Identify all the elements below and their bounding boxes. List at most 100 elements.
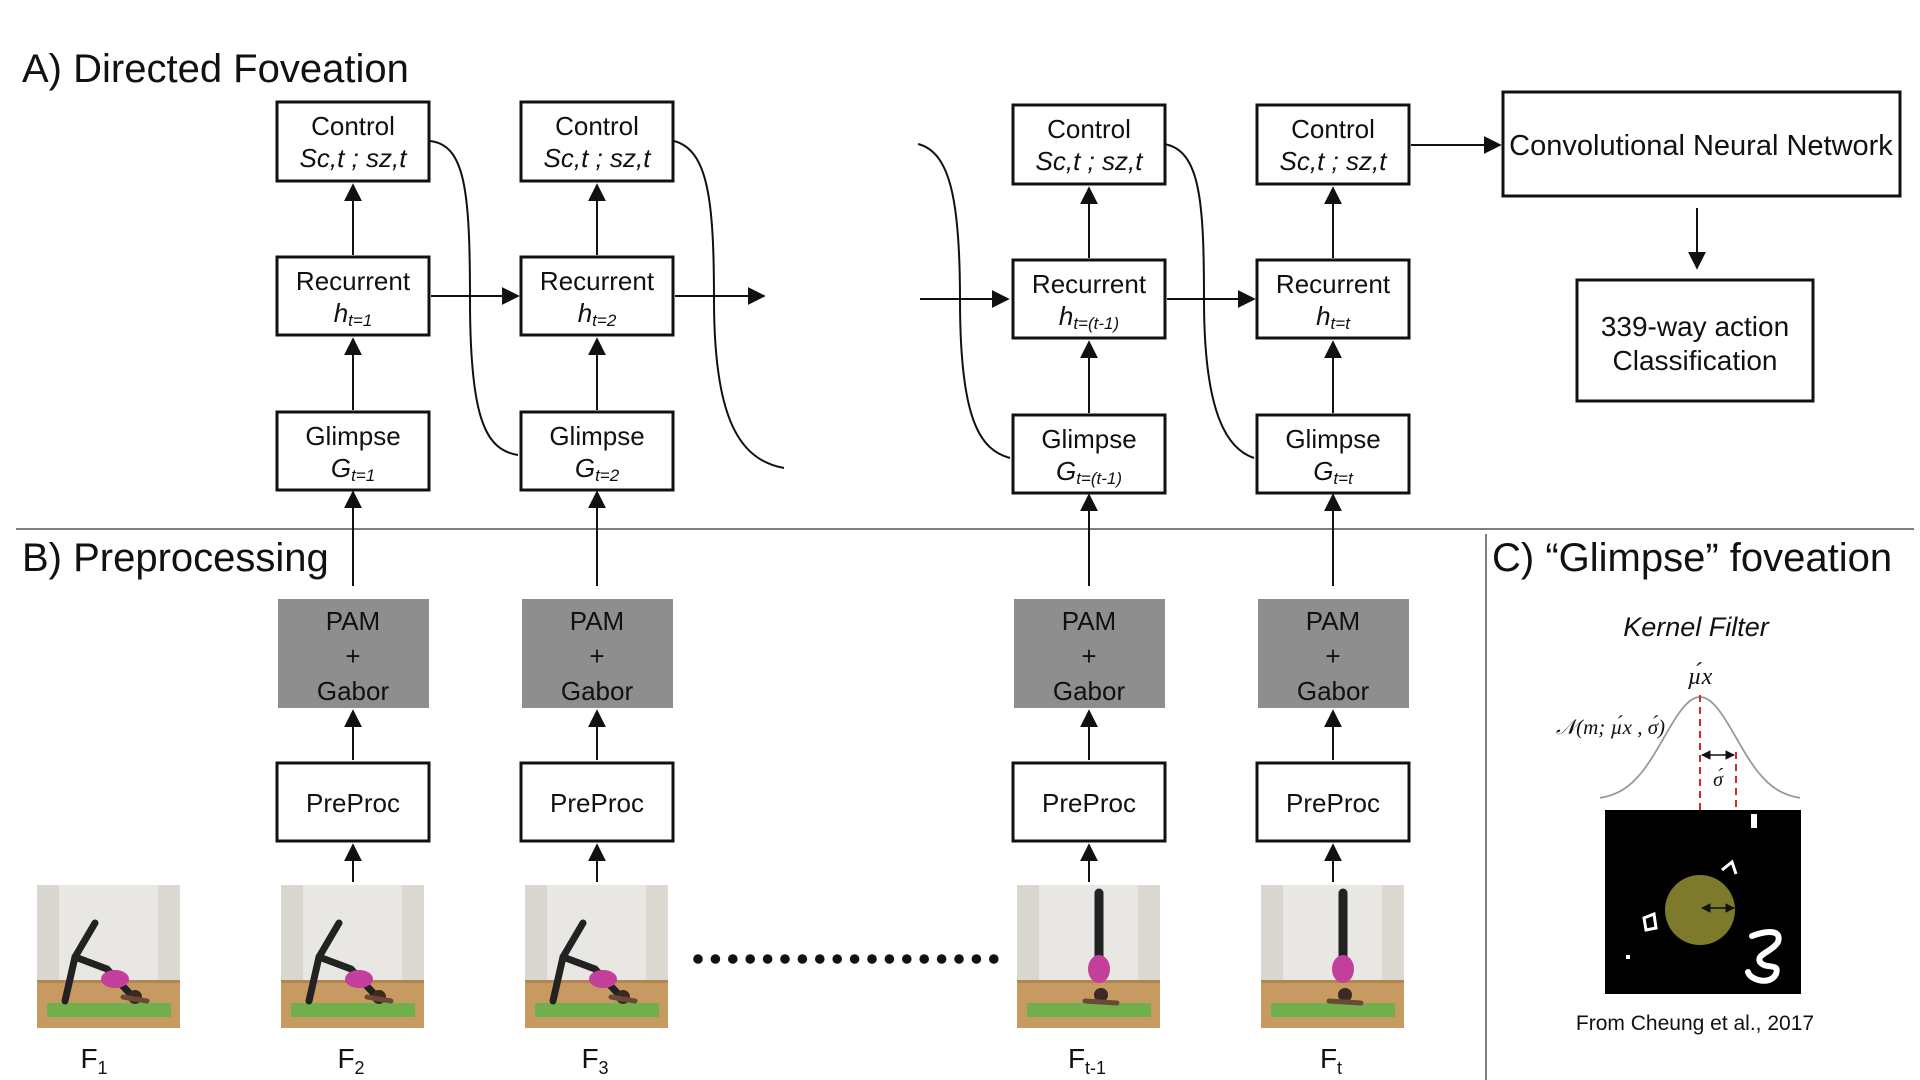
pam-gabor-box bbox=[1258, 599, 1409, 708]
glimpse-box bbox=[275, 410, 431, 492]
control-subscript: Sc,t ; sz,t bbox=[544, 143, 653, 173]
control-subscript: Sc,t ; sz,t bbox=[1036, 146, 1145, 176]
pam-gabor-label: PAM bbox=[1306, 606, 1360, 636]
recurrent-box bbox=[1255, 258, 1411, 340]
ellipsis-dot bbox=[919, 954, 929, 964]
control-label: Control bbox=[555, 111, 639, 141]
kernel-filter-title: Kernel Filter bbox=[1623, 612, 1770, 642]
ellipsis-dot bbox=[832, 954, 842, 964]
ellipsis-dot bbox=[745, 954, 755, 964]
frame-label: Ft bbox=[1320, 1043, 1342, 1078]
control-label: Control bbox=[1291, 114, 1375, 144]
classification-box bbox=[1575, 278, 1815, 403]
sigma-label: σ́ bbox=[1713, 767, 1724, 791]
preproc-label: PreProc bbox=[1042, 788, 1136, 818]
frame-label: F3 bbox=[581, 1043, 608, 1078]
recurrent-label: Recurrent bbox=[1032, 269, 1147, 299]
pam-gabor-label: Gabor bbox=[1053, 676, 1126, 706]
cnn-box bbox=[1501, 90, 1902, 198]
preproc-box bbox=[1255, 761, 1411, 843]
glimpse-label: Glimpse bbox=[305, 421, 400, 451]
control-subscript: Sc,t ; sz,t bbox=[1280, 146, 1389, 176]
yoga-pose-figure bbox=[1082, 888, 1120, 1006]
recurrent-label: Recurrent bbox=[296, 266, 411, 296]
pam-gabor-label: Gabor bbox=[561, 676, 634, 706]
ellipsis-dot bbox=[936, 954, 947, 964]
pam-gabor-label: + bbox=[1325, 641, 1340, 671]
ellipsis-dot bbox=[693, 954, 703, 964]
control-feedback-curve bbox=[673, 140, 785, 469]
noise-mark bbox=[1642, 911, 1658, 932]
citation: From Cheung et al., 2017 bbox=[1576, 1012, 1814, 1035]
ellipsis-dot bbox=[954, 954, 964, 964]
classification-line-2: Classification bbox=[1613, 345, 1778, 376]
connection-lines bbox=[344, 140, 1342, 882]
yoga-pose-figure bbox=[1326, 888, 1364, 1006]
control-label: Control bbox=[1047, 114, 1131, 144]
sequence-ellipsis bbox=[693, 954, 999, 964]
frame-1 bbox=[37, 885, 180, 1028]
frame-label: F2 bbox=[337, 1043, 364, 1078]
pam-gabor-label: Gabor bbox=[1297, 676, 1370, 706]
pam-gabor-label: + bbox=[589, 641, 604, 671]
cnn-label: Convolutional Neural Network bbox=[1509, 130, 1893, 162]
glimpse-label: Glimpse bbox=[1041, 424, 1136, 454]
glimpse-box bbox=[1255, 413, 1411, 495]
preproc-label: PreProc bbox=[306, 788, 400, 818]
recurrent-box bbox=[519, 255, 675, 337]
ellipsis-dot bbox=[815, 954, 825, 964]
control-box bbox=[1255, 103, 1411, 186]
glimpse-box bbox=[1011, 413, 1167, 495]
mu-label: µ́x bbox=[1688, 663, 1713, 690]
ellipsis-dot bbox=[762, 954, 773, 964]
section-title-preprocessing: B) Preprocessing bbox=[22, 536, 329, 580]
control-box bbox=[275, 100, 431, 183]
pam-gabor-box bbox=[522, 599, 673, 708]
gaussian-formula: 𝒩(m; µ́x , σ́) bbox=[1556, 715, 1665, 739]
control-feedback-curve bbox=[917, 143, 1011, 459]
hidden-state-label: ht=(t-1) bbox=[1059, 301, 1119, 333]
glimpse-state-label: Gt=1 bbox=[331, 453, 375, 485]
ellipsis-dot bbox=[989, 954, 999, 964]
control-box bbox=[519, 100, 675, 183]
control-label: Control bbox=[311, 111, 395, 141]
section-title-directed-foveation: A) Directed Foveation bbox=[22, 47, 409, 91]
control-box bbox=[1011, 103, 1167, 186]
kernel-filter-panel: Kernel Filter µ́x 𝒩(m; µ́x , σ́) σ́ From… bbox=[1556, 612, 1814, 1035]
hidden-state-label: ht=t bbox=[1316, 301, 1351, 333]
recurrent-label: Recurrent bbox=[540, 266, 655, 296]
pam-gabor-label: PAM bbox=[326, 606, 380, 636]
control-feedback-curve bbox=[429, 140, 519, 456]
pam-gabor-box bbox=[278, 599, 429, 708]
control-feedback-curve bbox=[1163, 143, 1255, 459]
glimpse-label: Glimpse bbox=[1285, 424, 1380, 454]
noise-mark bbox=[1721, 859, 1738, 875]
preproc-box bbox=[275, 761, 431, 843]
glimpse-state-label: Gt=(t-1) bbox=[1056, 456, 1122, 488]
frame-label: Ft-1 bbox=[1068, 1043, 1106, 1078]
glimpse-blob bbox=[1665, 875, 1735, 945]
control-subscript: Sc,t ; sz,t bbox=[300, 143, 409, 173]
noise-mark bbox=[1626, 955, 1630, 959]
yoga-pose-figure bbox=[549, 919, 638, 1005]
hidden-state-label: ht=1 bbox=[334, 298, 373, 330]
glimpse-box bbox=[519, 410, 675, 492]
preproc-box bbox=[1011, 761, 1167, 843]
glimpse-state-label: Gt=2 bbox=[575, 453, 620, 485]
video-frame bbox=[1017, 885, 1160, 1028]
ellipsis-dot bbox=[797, 954, 808, 964]
pam-gabor-label: PAM bbox=[1062, 606, 1116, 636]
ellipsis-dot bbox=[867, 954, 877, 964]
preproc-label: PreProc bbox=[550, 788, 644, 818]
ellipsis-dot bbox=[710, 954, 721, 964]
recurrent-box bbox=[1011, 258, 1167, 340]
preproc-label: PreProc bbox=[1286, 788, 1380, 818]
recurrent-label: Recurrent bbox=[1276, 269, 1391, 299]
noise-mark bbox=[1751, 814, 1757, 828]
video-frame bbox=[281, 885, 424, 1028]
frame-label-f1: F1 bbox=[80, 1043, 107, 1078]
